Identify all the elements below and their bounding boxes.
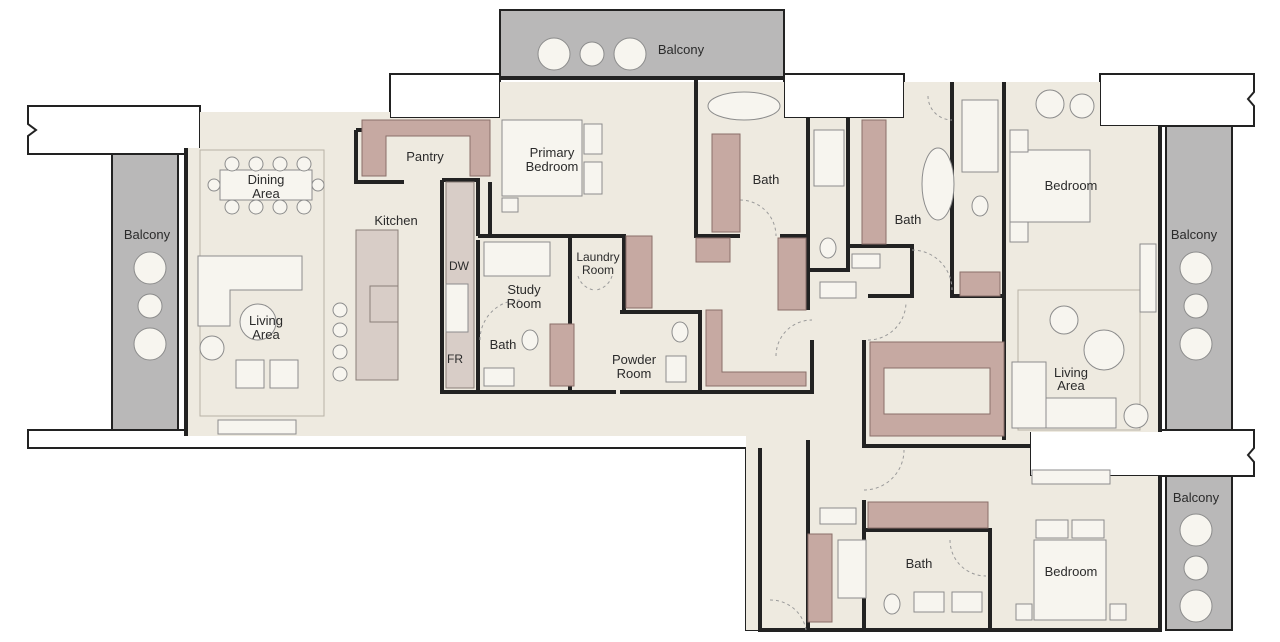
label-bedroom-right: Bedroom	[1045, 178, 1098, 193]
label-powder-1: Powder	[612, 352, 657, 367]
label-bath-primary: Bath	[753, 172, 780, 187]
furniture	[133, 37, 1213, 623]
label-study-1: Study	[507, 282, 541, 297]
label-balcony-right: Balcony	[1171, 227, 1218, 242]
label-bath-bottom: Bath	[906, 556, 933, 571]
label-living-right-2: Area	[1057, 378, 1085, 393]
label-living-right-1: Living	[1054, 365, 1088, 380]
bath-vanity-2	[861, 119, 887, 245]
u-counter	[869, 341, 1005, 437]
label-dw: DW	[449, 259, 470, 273]
label-dining-2: Area	[252, 186, 280, 201]
closet-right	[959, 271, 1001, 297]
label-bedroom-bottom: Bedroom	[1045, 564, 1098, 579]
label-primary-bedroom-2: Bedroom	[526, 159, 579, 174]
door-swings	[479, 95, 987, 631]
label-powder-2: Room	[617, 366, 652, 381]
label-fr: FR	[447, 352, 463, 366]
cabinet-laundry-2	[695, 237, 731, 263]
label-living-left-2: Area	[252, 327, 280, 342]
cooktop	[369, 285, 399, 323]
bath-vanity-1	[711, 133, 741, 233]
label-balcony-bottom-right: Balcony	[1173, 490, 1220, 505]
closet-bottom-left	[807, 533, 833, 623]
label-study-2: Room	[507, 296, 542, 311]
cabinet-study	[549, 323, 575, 387]
outer-wall	[184, 76, 1162, 632]
label-bath-study: Bath	[490, 337, 517, 352]
dressing-counter	[705, 309, 807, 387]
hall-cabinet-1	[777, 237, 807, 311]
label-dining-1: Dining	[248, 172, 285, 187]
balcony-left	[111, 153, 179, 431]
cabinetry	[355, 119, 1005, 623]
label-kitchen: Kitchen	[374, 213, 417, 228]
label-laundry-1: Laundry	[576, 250, 619, 264]
label-balcony-top: Balcony	[658, 42, 705, 57]
label-laundry-2: Room	[582, 263, 614, 277]
label-living-left-1: Living	[249, 313, 283, 328]
label-balcony-left: Balcony	[124, 227, 171, 242]
pantry-shelving	[361, 119, 491, 177]
label-bath-center: Bath	[895, 212, 922, 227]
label-pantry: Pantry	[406, 149, 444, 164]
laundry-cabinet	[625, 235, 653, 309]
room-labels: Balcony Balcony Balcony Balcony Pantry P…	[124, 42, 1220, 579]
label-primary-bedroom-1: Primary	[530, 145, 575, 160]
hall-shelf	[867, 501, 989, 529]
